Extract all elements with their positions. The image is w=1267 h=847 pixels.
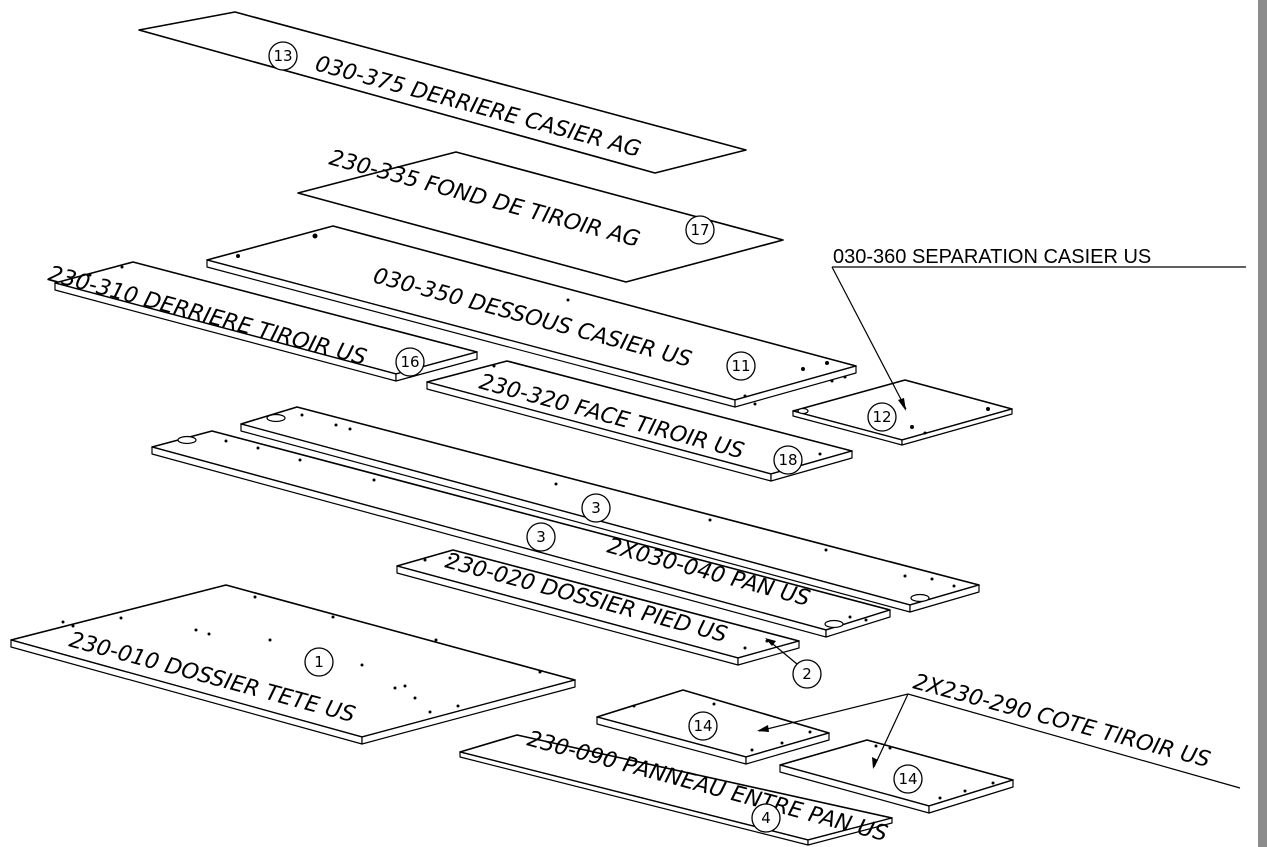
balloon-3-front: 3 xyxy=(526,522,556,552)
part-11-panel xyxy=(206,225,857,408)
svg-text:2: 2 xyxy=(802,665,812,683)
leader-14-line xyxy=(907,693,1241,789)
label-part-14: 2X230-290 COTE TIROIR US xyxy=(910,670,1212,773)
part-18-panel xyxy=(426,360,853,482)
svg-text:16: 16 xyxy=(400,353,419,371)
svg-text:4: 4 xyxy=(761,809,771,827)
window-edge-bar xyxy=(1258,0,1267,847)
svg-text:14: 14 xyxy=(898,770,917,788)
balloon-14-left: 14 xyxy=(688,711,718,741)
part-2-panel xyxy=(396,549,800,666)
svg-text:13: 13 xyxy=(273,47,292,65)
leader-12-arrow xyxy=(831,266,907,410)
balloon-13: 13 xyxy=(268,41,298,71)
balloon-14-right: 14 xyxy=(893,764,923,794)
svg-text:14: 14 xyxy=(693,717,712,735)
balloon-1: 1 xyxy=(304,647,334,677)
label-part-13: 030-375 DERRIERE CASIER AG xyxy=(312,52,643,163)
svg-text:11: 11 xyxy=(731,357,750,375)
svg-text:18: 18 xyxy=(778,451,797,469)
svg-text:3: 3 xyxy=(591,499,601,517)
label-part-12: 030-360 SEPARATION CASIER US xyxy=(833,246,1151,268)
balloon-16: 16 xyxy=(395,347,425,377)
svg-text:3: 3 xyxy=(536,528,546,546)
part-1-panel xyxy=(10,584,576,745)
balloon-18: 18 xyxy=(773,445,803,475)
leader-14-to-right xyxy=(873,693,909,768)
part-3-panel-front xyxy=(151,430,891,638)
balloon-4: 4 xyxy=(751,803,781,833)
leader-2-arrowhead xyxy=(765,638,776,646)
part-4-panel xyxy=(459,734,893,846)
balloon-2: 2 xyxy=(792,659,822,689)
balloon-12: 12 xyxy=(867,402,897,432)
part-16-panel xyxy=(54,261,478,382)
leader-14-to-left xyxy=(758,693,909,732)
part-12-panel xyxy=(792,379,1013,446)
leader-14-arrowhead-left xyxy=(757,725,769,732)
leader-14-arrowhead-right xyxy=(872,757,878,769)
svg-text:17: 17 xyxy=(690,221,709,239)
part-17-sheet xyxy=(297,151,784,283)
svg-text:1: 1 xyxy=(314,653,324,671)
balloon-17: 17 xyxy=(685,215,715,245)
leader-12-arrowhead xyxy=(898,398,906,411)
balloon-11: 11 xyxy=(726,351,756,381)
balloon-3-rear: 3 xyxy=(581,493,611,523)
svg-text:12: 12 xyxy=(872,408,891,426)
